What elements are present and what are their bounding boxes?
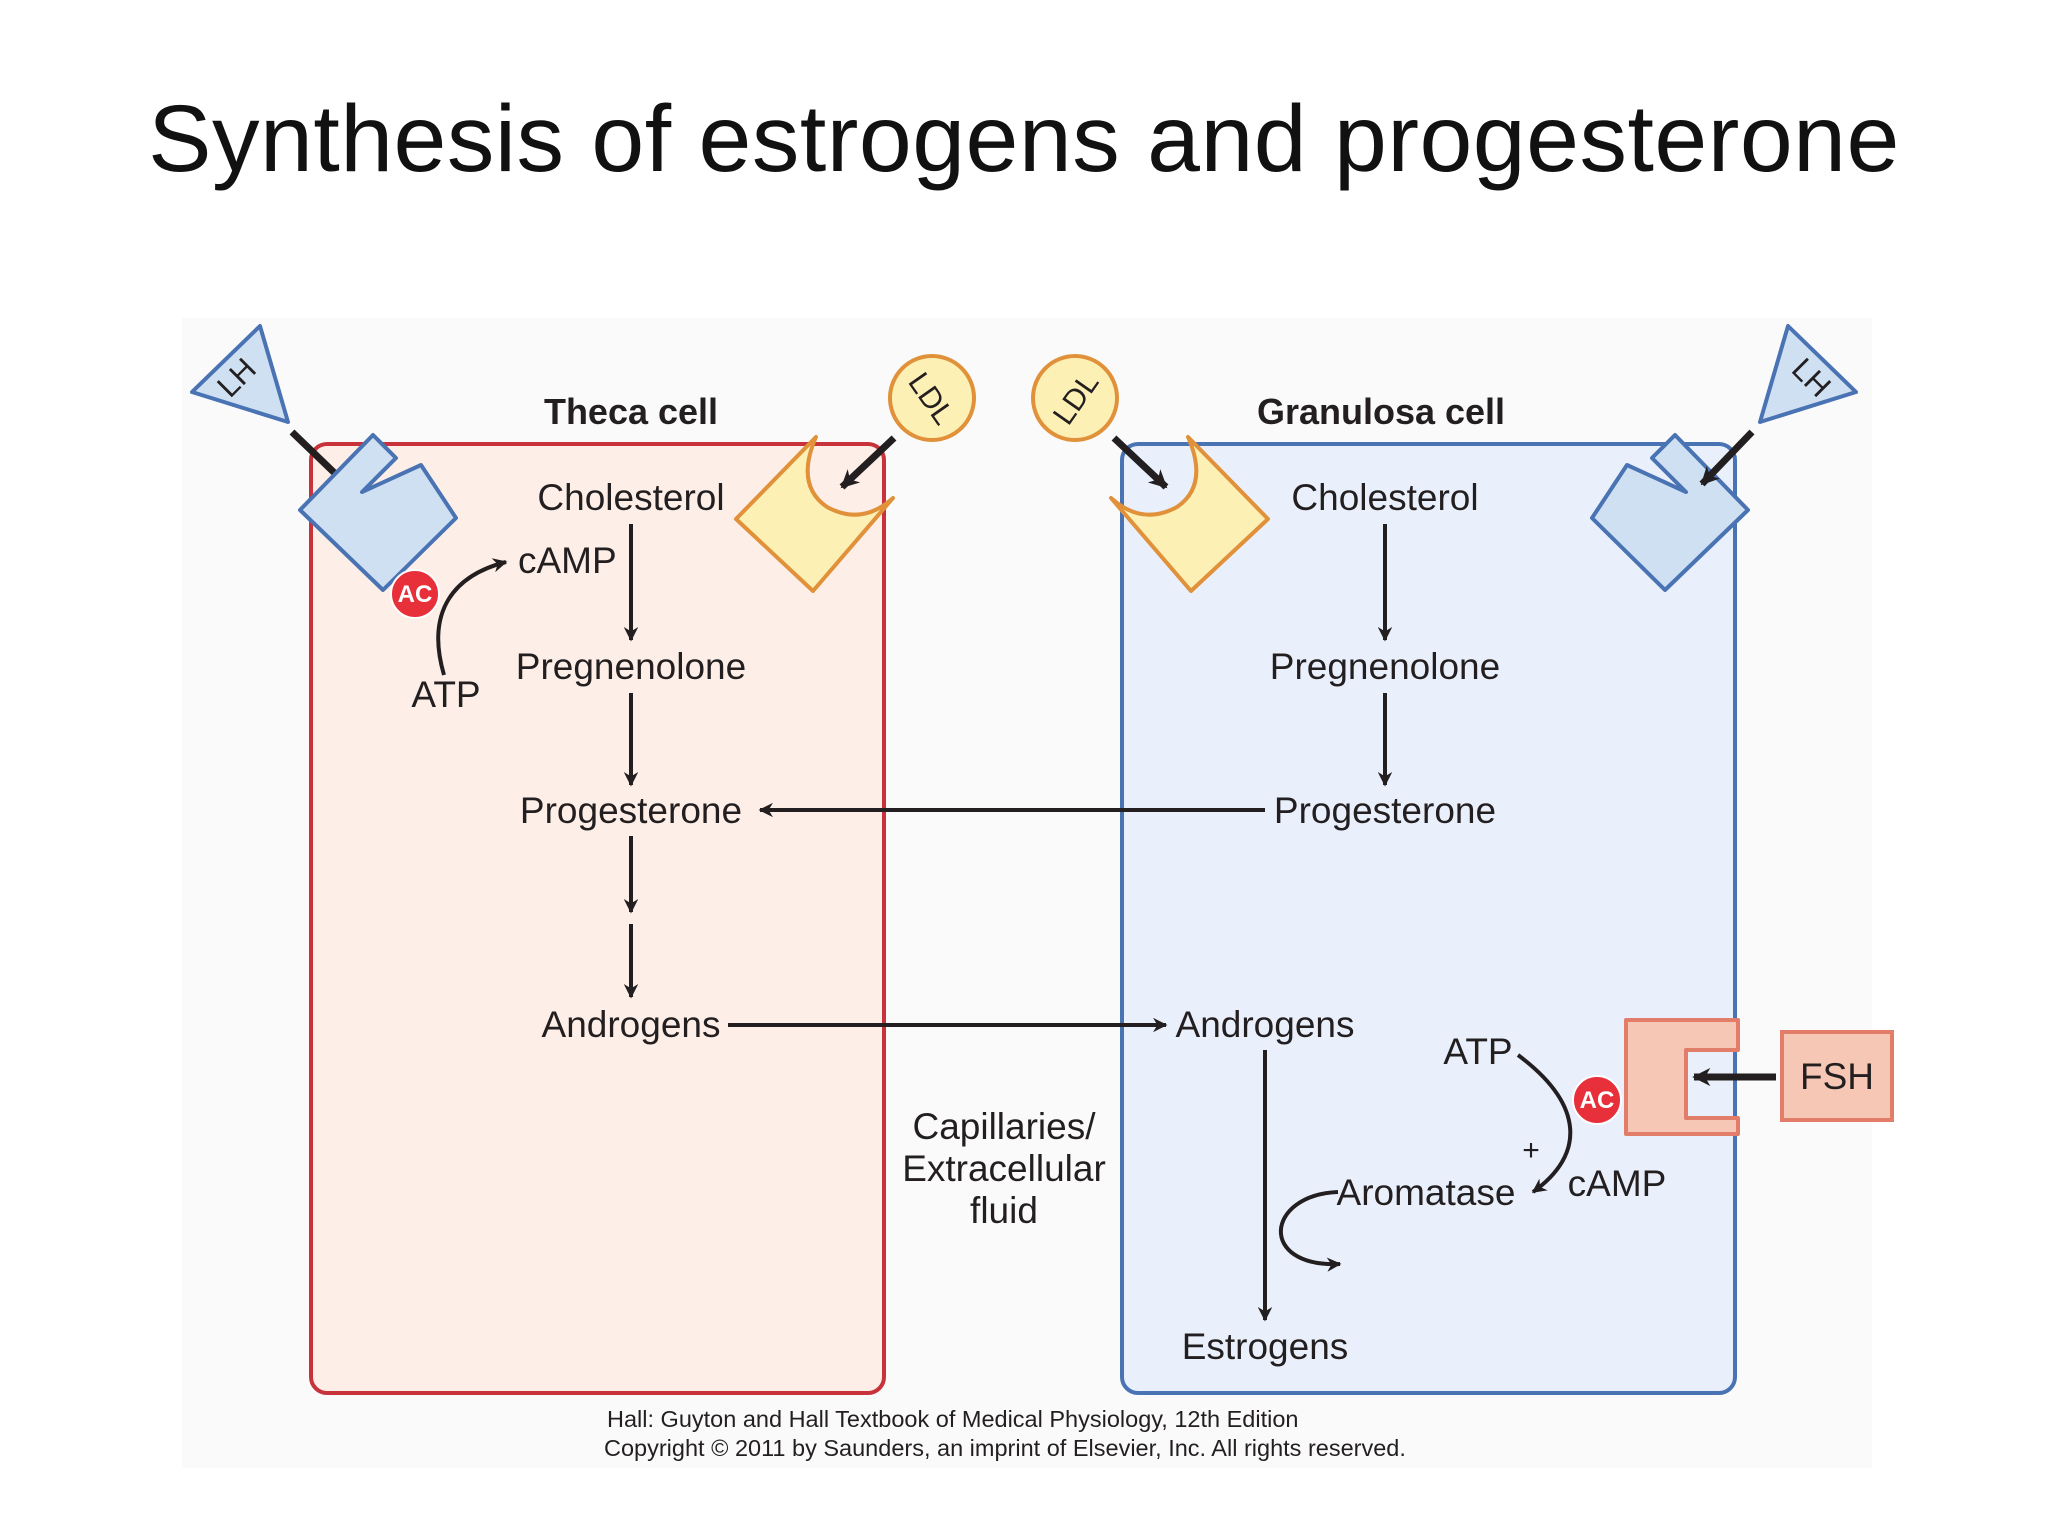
granulosa-cholesterol: Cholesterol (1291, 477, 1478, 518)
granulosa-atp: ATP (1443, 1031, 1512, 1072)
granulosa-ldl-receptor (1109, 435, 1270, 593)
granulosa-androgens: Androgens (1176, 1004, 1355, 1045)
granulosa-pregnenolone: Pregnenolone (1270, 646, 1500, 687)
theca-ac-label: AC (398, 581, 433, 608)
theca-lh-hormone: LH (190, 324, 290, 424)
theca-ac-circle (390, 569, 440, 619)
theca-lh-receptor (298, 433, 458, 592)
granulosa-ac-label: AC (1580, 1087, 1615, 1114)
granulosa-plus: + (1522, 1134, 1540, 1167)
granulosa-progesterone: Progesterone (1274, 790, 1496, 831)
theca-cholesterol: Cholesterol (537, 477, 724, 518)
theca-cell-header: Theca cell (544, 391, 718, 432)
theca-ldl-particle: LDL (888, 354, 976, 442)
theca-progesterone: Progesterone (520, 790, 742, 831)
granulosa-ac-circle (1572, 1075, 1622, 1125)
credit-line1: Hall: Guyton and Hall Textbook of Medica… (607, 1406, 1298, 1432)
granulosa-fsh-receptor (1624, 1018, 1740, 1136)
theca-pregnenolone: Pregnenolone (516, 646, 746, 687)
granulosa-atp-camp-arrow (1516, 1053, 1573, 1194)
granulosa-ldl-particle: LDL (1031, 354, 1119, 442)
capillaries-label-line1: Capillaries/ (912, 1106, 1096, 1147)
theca-ldl-arrow (839, 435, 897, 490)
capillaries-label-line3: fluid (970, 1190, 1038, 1231)
granulosa-lh-hormone: LH (1758, 324, 1858, 424)
granulosa-cell: Granulosa cell LDL LH Cholesterol Pregne… (1031, 324, 1894, 1395)
theca-camp: cAMP (518, 540, 617, 581)
granulosa-fsh-label: FSH (1800, 1056, 1874, 1097)
theca-ldl-receptor (734, 435, 895, 593)
granulosa-cell-body (1120, 442, 1737, 1395)
granulosa-aromatase-curve (1278, 1190, 1342, 1272)
theca-atp: ATP (411, 674, 480, 715)
granulosa-ldl-arrow (1111, 435, 1169, 490)
theca-atp-camp-arrow (436, 558, 508, 676)
granulosa-aromatase: Aromatase (1337, 1172, 1516, 1213)
theca-androgens: Androgens (542, 1004, 721, 1045)
theca-cell-body (309, 442, 886, 1395)
granulosa-fsh-box (1780, 1030, 1894, 1122)
granulosa-estrogens: Estrogens (1182, 1326, 1349, 1367)
granulosa-camp: cAMP (1568, 1163, 1667, 1204)
capillaries-label-line2: Extracellular (902, 1148, 1106, 1189)
theca-cell: Theca cell LH AC ATP cAMP LDL Cholestero… (190, 324, 976, 1395)
credit-line2: Copyright © 2011 by Saunders, an imprint… (604, 1435, 1406, 1461)
slide-title: Synthesis of estrogens and progesterone (148, 86, 1900, 192)
granulosa-lh-arrow (1699, 429, 1755, 487)
granulosa-cell-header: Granulosa cell (1257, 391, 1505, 432)
